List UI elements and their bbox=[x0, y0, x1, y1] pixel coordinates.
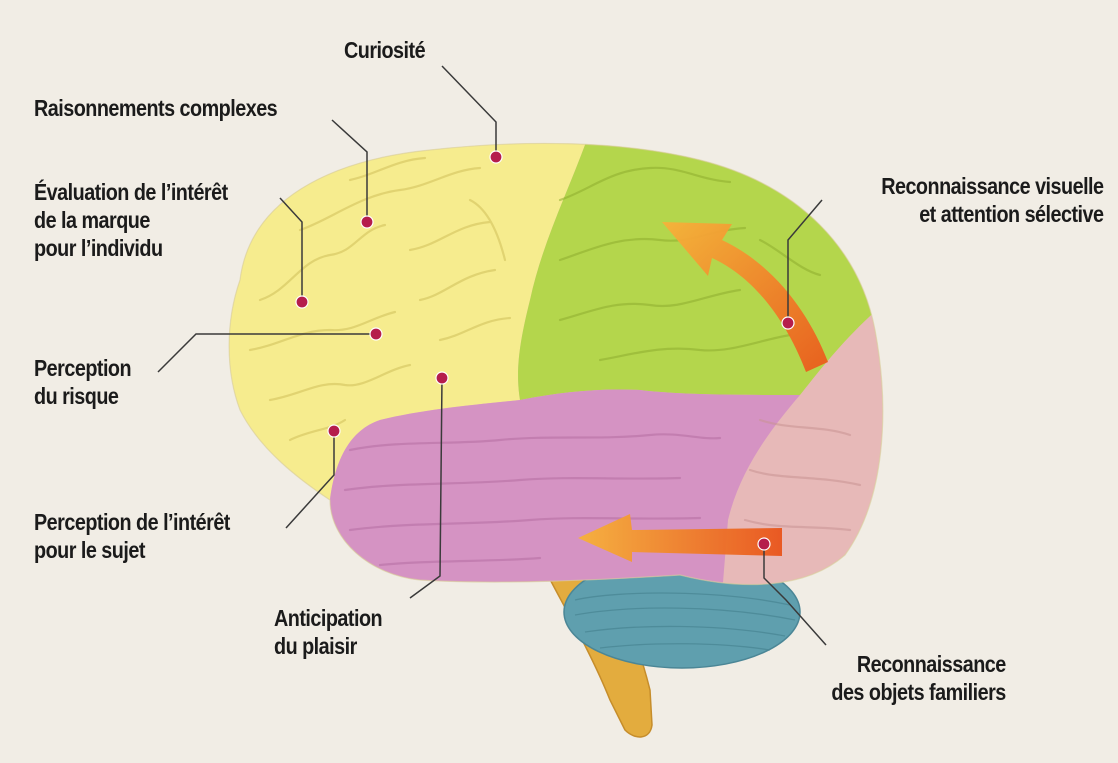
label-reconnaissance-visuelle: Reconnaissance visuelle et attention sél… bbox=[882, 172, 1104, 228]
label-perception-interet-sujet: Perception de l’intérêt pour le sujet bbox=[34, 508, 230, 564]
label-evaluation-interet-marque: Évaluation de l’intérêt de la marque pou… bbox=[34, 178, 228, 262]
label-curiosite: Curiosité bbox=[344, 36, 425, 64]
label-anticipation-plaisir: Anticipation du plaisir bbox=[274, 604, 382, 660]
label-reconnaissance-objets: Reconnaissance des objets familiers bbox=[832, 650, 1006, 706]
label-raisonnements-complexes: Raisonnements complexes bbox=[34, 94, 277, 122]
label-perception-risque: Perception du risque bbox=[34, 354, 131, 410]
